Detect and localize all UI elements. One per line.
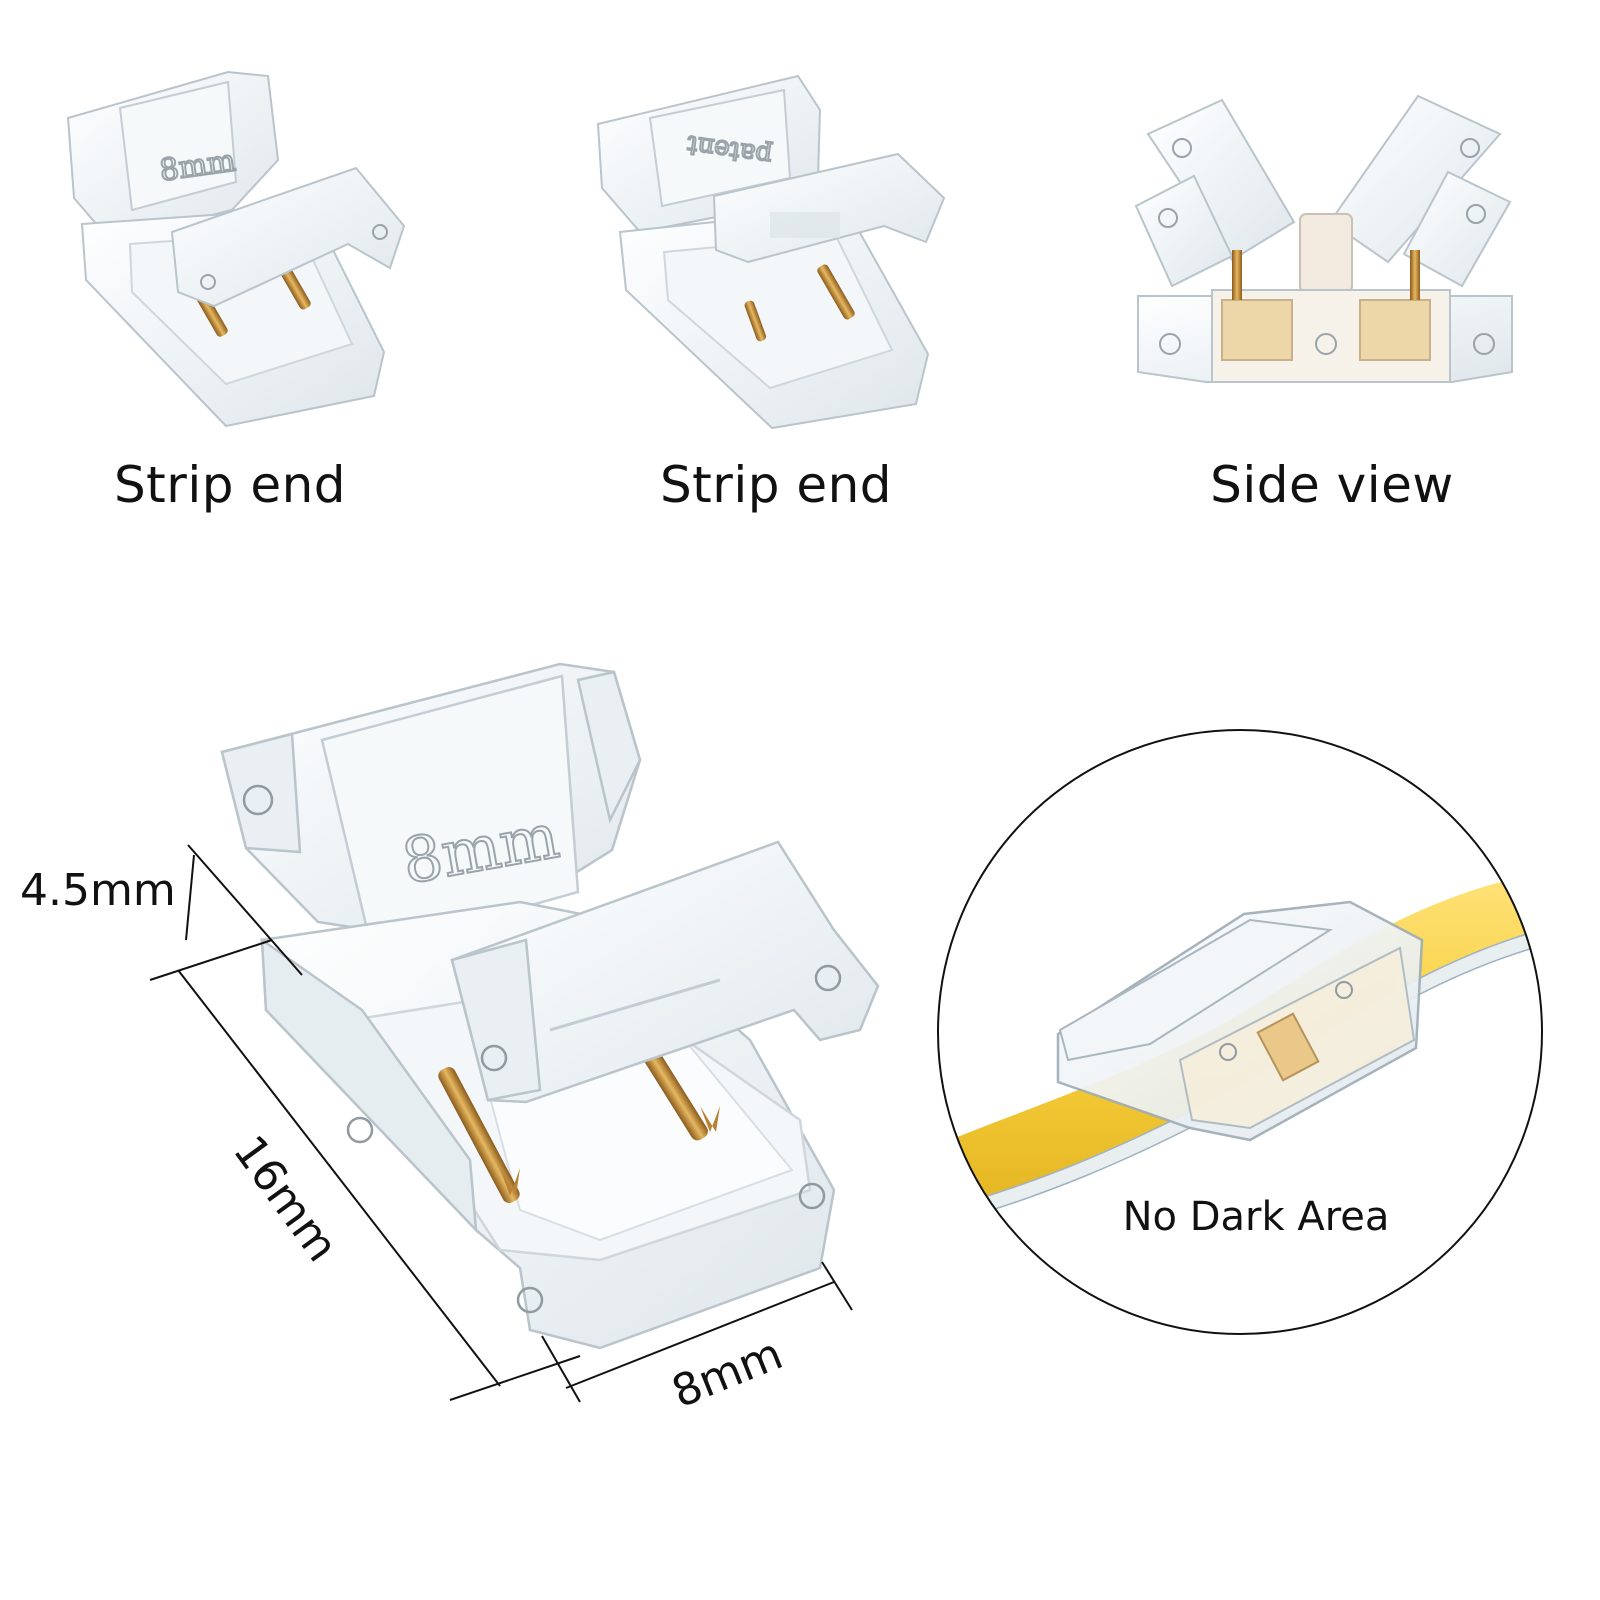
width-dimension-line	[565, 1281, 835, 1389]
no-dark-area-label: No Dark Area	[1123, 1194, 1390, 1240]
main-connector-illustration: 8mm	[220, 662, 880, 1350]
height-label: 4.5mm	[20, 865, 176, 916]
caption-side-view: Side view	[1210, 456, 1454, 514]
caption-strip-end-2: Strip end	[659, 456, 893, 514]
length-dimension-line	[177, 969, 501, 1387]
length-ext-line	[449, 1355, 581, 1401]
connector-thumbnail-3	[1134, 94, 1513, 383]
caption-strip-end-1: Strip end	[113, 456, 347, 514]
bubble-outline	[937, 729, 1543, 1335]
dimension-lines	[149, 844, 853, 1403]
height-ext-line-top	[187, 844, 303, 976]
connector-thumbnail-2: patent	[596, 74, 946, 430]
width-ext-line-left	[541, 1335, 581, 1403]
width-ext-line-right	[821, 1261, 853, 1311]
height-dimension-line	[185, 854, 195, 941]
detail-bubble: No Dark Area	[937, 729, 1543, 1335]
connector-thumbnail-1: 8mm	[66, 70, 406, 428]
height-ext-line-bottom	[149, 939, 273, 981]
length-label: 16mm	[223, 1126, 348, 1271]
